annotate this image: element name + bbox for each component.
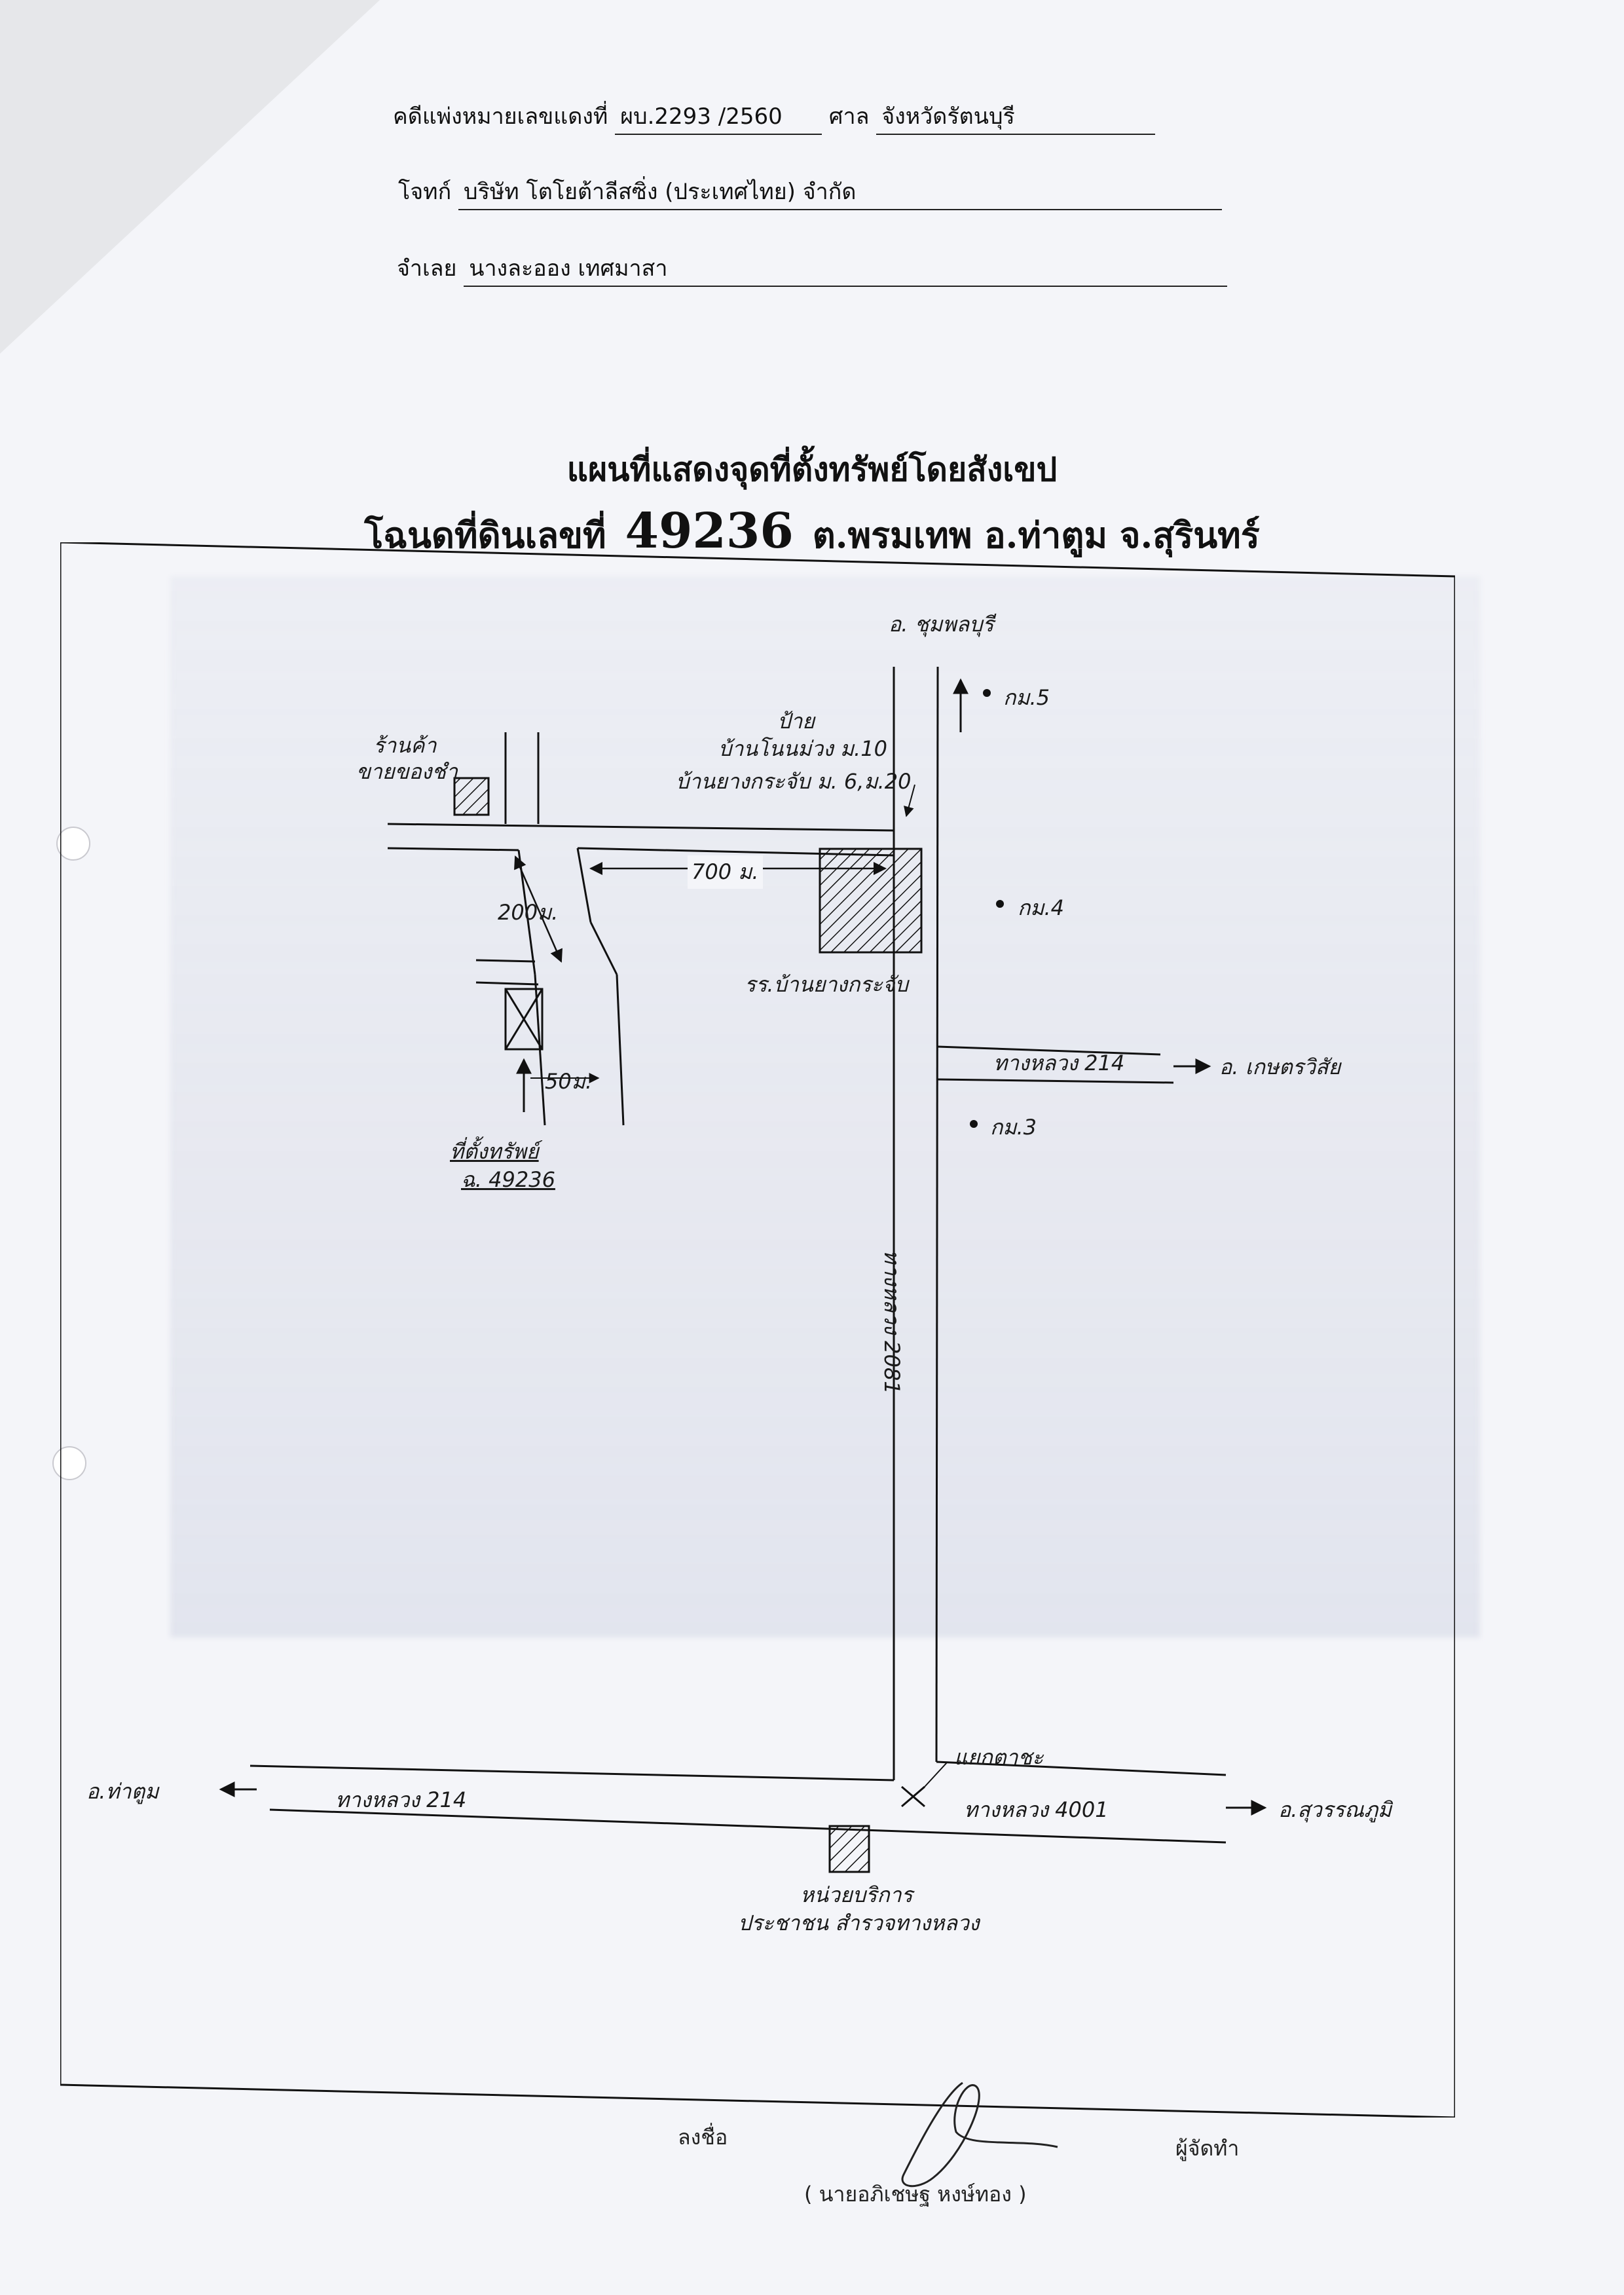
- case-number: ผบ.2293 /2560: [615, 98, 822, 135]
- map-frame: อ. ชุมพลบุรี กม.5 กม.4 กม.3 ป้าย บ้านโนน…: [60, 542, 1455, 2118]
- sign-arrow: [904, 784, 915, 817]
- punch-hole: [56, 827, 90, 861]
- road-2081: [893, 666, 939, 1780]
- southern-roads: [249, 1761, 1227, 1844]
- shop-marker: [453, 777, 490, 816]
- defendant-name: นางละออง เทศมาสา: [464, 250, 1228, 287]
- road214-east-label: ทางหลวง 214: [993, 1051, 1125, 1075]
- plaintiff-name: บริษัท โตโยต้าลีสซิ่ง (ประเทศไทย) จำกัด: [458, 174, 1222, 210]
- signature: [901, 2081, 1058, 2188]
- southeast-destination: อ.สุวรรณภูมิ: [1278, 1797, 1392, 1822]
- north-destination: อ. ชุมพลบุรี: [889, 612, 994, 637]
- east-destination: อ. เกษตรวิสัย: [1219, 1054, 1341, 1079]
- km3-dot: [970, 1120, 978, 1128]
- frame-border: [60, 542, 1455, 2118]
- km5-dot: [983, 689, 991, 697]
- deed-prefix: โฉนดที่ดินเลขที่: [364, 514, 606, 556]
- dist-200-arrow: [514, 855, 563, 963]
- service-label-line2: ประชาชน สำรวจทางหลวง: [738, 1911, 980, 1935]
- property-label-line2: ฉ. 49236: [461, 1167, 555, 1192]
- defendant-label: จำเลย: [397, 255, 457, 282]
- defendant-line: จำเลย นางละออง เทศมาสา: [397, 250, 1228, 287]
- road214-south-label: ทางหลวง 214: [335, 1787, 467, 1812]
- shop-label-line1: ร้านค้า: [373, 733, 437, 758]
- junction-label: แยกตาชะ: [954, 1745, 1044, 1770]
- preparer-name: ( นายอภิเชษฐ หงษ์ทอง ): [804, 2182, 1027, 2207]
- dist-50-label: 50ม.: [545, 1069, 592, 1094]
- km4-label: กม.4: [1018, 895, 1064, 920]
- case-label: คดีแพ่งหมายเลขแดงที่: [393, 103, 608, 130]
- school-marker: [819, 848, 923, 954]
- property-label-line1: ที่ตั้งทรัพย์: [450, 1139, 539, 1164]
- sign-label: ป้าย: [777, 709, 815, 734]
- court-label: ศาล: [828, 103, 870, 130]
- deed-number: 49236: [625, 503, 794, 559]
- dist-200-label: 200ม.: [498, 900, 559, 925]
- road2081-label: ทางหลวง 2081: [879, 1250, 904, 1394]
- road-214-east: [937, 1045, 1174, 1084]
- map-title: แผนที่แสดงจุดที่ตั้งทรัพย์โดยสังเขป: [566, 450, 1058, 489]
- preparer-label: ผู้จัดทำ: [1175, 2136, 1240, 2161]
- km3-label: กม.3: [990, 1115, 1037, 1140]
- village1-label: บ้านโนนม่วง ม.10: [718, 736, 887, 761]
- village2-label: บ้านยางกระจับ ม. 6,ม.20: [676, 769, 912, 794]
- property-marker: [504, 988, 544, 1051]
- plaintiff-label: โจทก์: [398, 179, 452, 205]
- court-name: จังหวัดรัตนบุรี: [876, 98, 1156, 135]
- road4001-label: ทางหลวง 4001: [964, 1797, 1109, 1822]
- west-destination: อ.ท่าตูม: [86, 1779, 159, 1804]
- service-marker: [828, 1825, 870, 1873]
- km4-dot: [996, 900, 1004, 908]
- bleed-through-background: [170, 576, 1480, 1637]
- shop-label-line2: ขายของชำ: [356, 759, 458, 784]
- school-label: รร.บ้านยางกระจับ: [745, 972, 908, 997]
- plaintiff-line: โจทก์ บริษัท โตโยต้าลีสซิ่ง (ประเทศไทย) …: [398, 174, 1222, 210]
- sign-label: ลงชื่อ: [678, 2125, 728, 2150]
- km5-label: กม.5: [1003, 685, 1050, 710]
- dist-700-label: 700 ม.: [688, 855, 763, 889]
- map-drawing: [60, 542, 1455, 2118]
- folded-corner: [0, 0, 380, 354]
- punch-hole: [52, 1446, 86, 1480]
- service-label-line1: หน่วยบริการ: [800, 1882, 913, 1907]
- deed-title: โฉนดที่ดินเลขที่ 49236 ต.พรมเทพ อ.ท่าตูม…: [0, 503, 1624, 563]
- case-line: คดีแพ่งหมายเลขแดงที่ ผบ.2293 /2560 ศาล จ…: [393, 98, 1156, 135]
- deed-location: ต.พรมเทพ อ.ท่าตูม จ.สุรินทร์: [812, 514, 1260, 556]
